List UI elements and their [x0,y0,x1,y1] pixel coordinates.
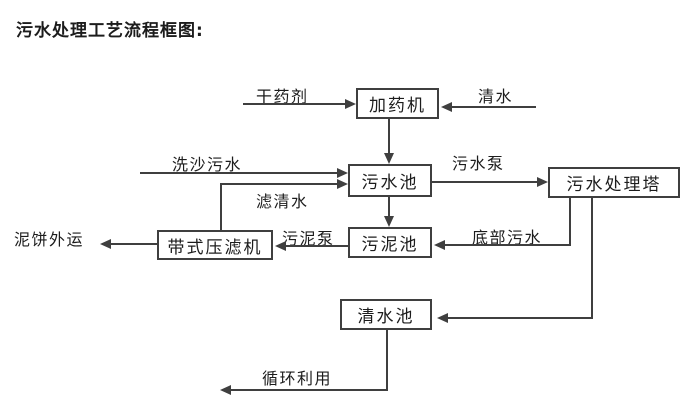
arrowhead-recycling-left [220,385,231,395]
arrowhead-filtered-water-right [337,179,348,189]
arrowhead-sewage-to-sludge-down [384,216,394,227]
arrowhead-sludge-pump-left [275,241,286,251]
arrowhead-dosing-to-sewage-pool-down [384,153,394,164]
line-sewage-pump [432,181,538,183]
line-bottom-sewage-horizontal [444,244,571,246]
line-recycling-vertical [386,330,388,391]
line-dry-agent [243,103,346,105]
label-sludge-pump: 污泥泵 [282,229,335,248]
arrowhead-sand-washing-right [337,168,348,178]
line-tower-to-clean-pool-vertical [591,198,593,319]
line-tower-to-clean-pool-horizontal [447,317,593,319]
node-dosing-machine: 加药机 [356,88,439,119]
arrowhead-dry-agent-right [345,99,356,109]
line-clean-water [451,106,536,108]
page-title: 污水处理工艺流程框图: [16,21,204,41]
label-clean-water: 清水 [478,87,514,106]
label-dry-agent: 干药剂 [256,87,309,106]
node-sewage-pool: 污水池 [348,164,432,197]
arrowhead-clean-water-left [441,102,452,112]
line-sand-washing-sewage [140,172,338,174]
line-sewage-to-sludge-pool [388,197,390,218]
label-sand-washing-sewage: 洗沙污水 [172,155,243,174]
arrowhead-mud-cake-left [100,239,111,249]
line-sludge-pump [285,245,348,247]
line-bottom-sewage-vertical [569,198,571,246]
arrowhead-tower-to-clean-pool-left [437,313,448,323]
node-sludge-pool: 污泥池 [348,227,432,258]
line-dosing-to-sewage-pool [388,119,390,155]
node-treatment-tower: 污水处理塔 [548,167,680,198]
label-filtered-water: 滤清水 [256,192,309,211]
line-filtered-water-horizontal [220,183,338,185]
label-mud-cake-out: 泥饼外运 [14,230,85,249]
label-recycling: 循环利用 [262,369,333,388]
label-sewage-pump: 污水泵 [452,154,505,173]
line-recycling-horizontal [230,389,388,391]
node-clean-water-pool: 清水池 [340,299,432,330]
node-belt-filter-press: 带式压滤机 [157,230,273,260]
line-filtered-water-vertical [220,184,222,230]
arrowhead-bottom-sewage-left [434,240,445,250]
label-bottom-sewage: 底部污水 [472,228,543,247]
arrowhead-sewage-pump-right [537,177,548,187]
line-mud-cake-out [110,243,157,245]
